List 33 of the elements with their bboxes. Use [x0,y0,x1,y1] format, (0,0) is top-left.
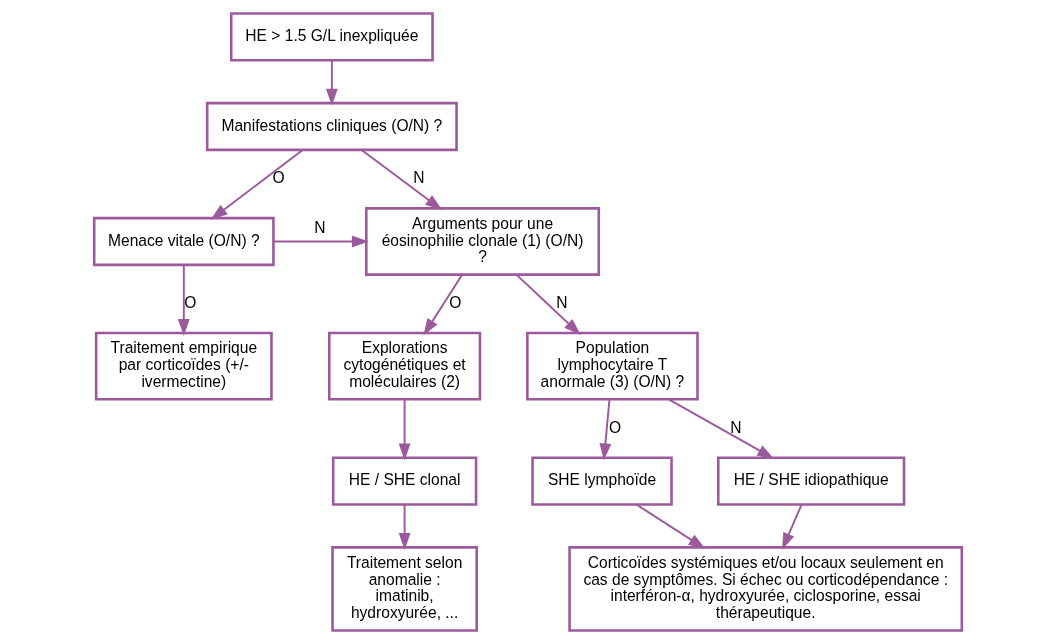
node-box: HE / SHE idiopathique [717,456,906,506]
edge-label: N [413,169,425,187]
arrow [515,273,581,336]
edge-label: O [184,293,197,311]
node-box: Traitement empirique par corticoïdes (+/- ivermectine) [94,331,273,401]
edge-label: O [272,169,285,187]
arrow [667,398,775,459]
node-box: Menace vitale (O/N) ? [92,216,275,267]
arrow [177,264,190,336]
arrow [423,273,464,336]
node-box: Manifestations cliniques (O/N) ? [205,101,458,152]
arrow [210,149,304,220]
node-box: SHE lymphoïde [531,456,673,506]
node-box: Arguments pour une éosinophilie clonale (1) (O/N) ? [365,207,601,276]
node-box: Traitement selon anomalie : imatinib, hydroxyurée, ... [331,546,478,632]
node-box: Explorations cytogénétiques et moléculaires (2) [327,331,482,401]
node-box: Population lymphocytaire T anormale (3) (O/N) ? [526,331,699,401]
edge-label: O [449,293,462,311]
edge-label: O [608,418,622,436]
arrow [599,398,612,461]
arrow [398,398,411,461]
edge-label: N [730,418,742,436]
node-box: Corticoïdes systémiques et/ou locaux seulement en cas de symptômes. Si échec ou corticodépendance : interféron-α, hydroxyurée, ciclosporine, essai thérapeutique. [568,546,964,632]
arrow [782,503,803,550]
arrow [398,503,411,550]
arrow [272,235,369,248]
node-box: HE > 1.5 G/L inexpliquée [229,12,434,62]
node-box: HE / SHE clonal [331,456,478,506]
arrow [635,503,706,549]
edge-label: N [556,293,568,311]
edge-label: N [314,219,326,237]
arrow [360,149,443,210]
arrow [325,59,338,106]
